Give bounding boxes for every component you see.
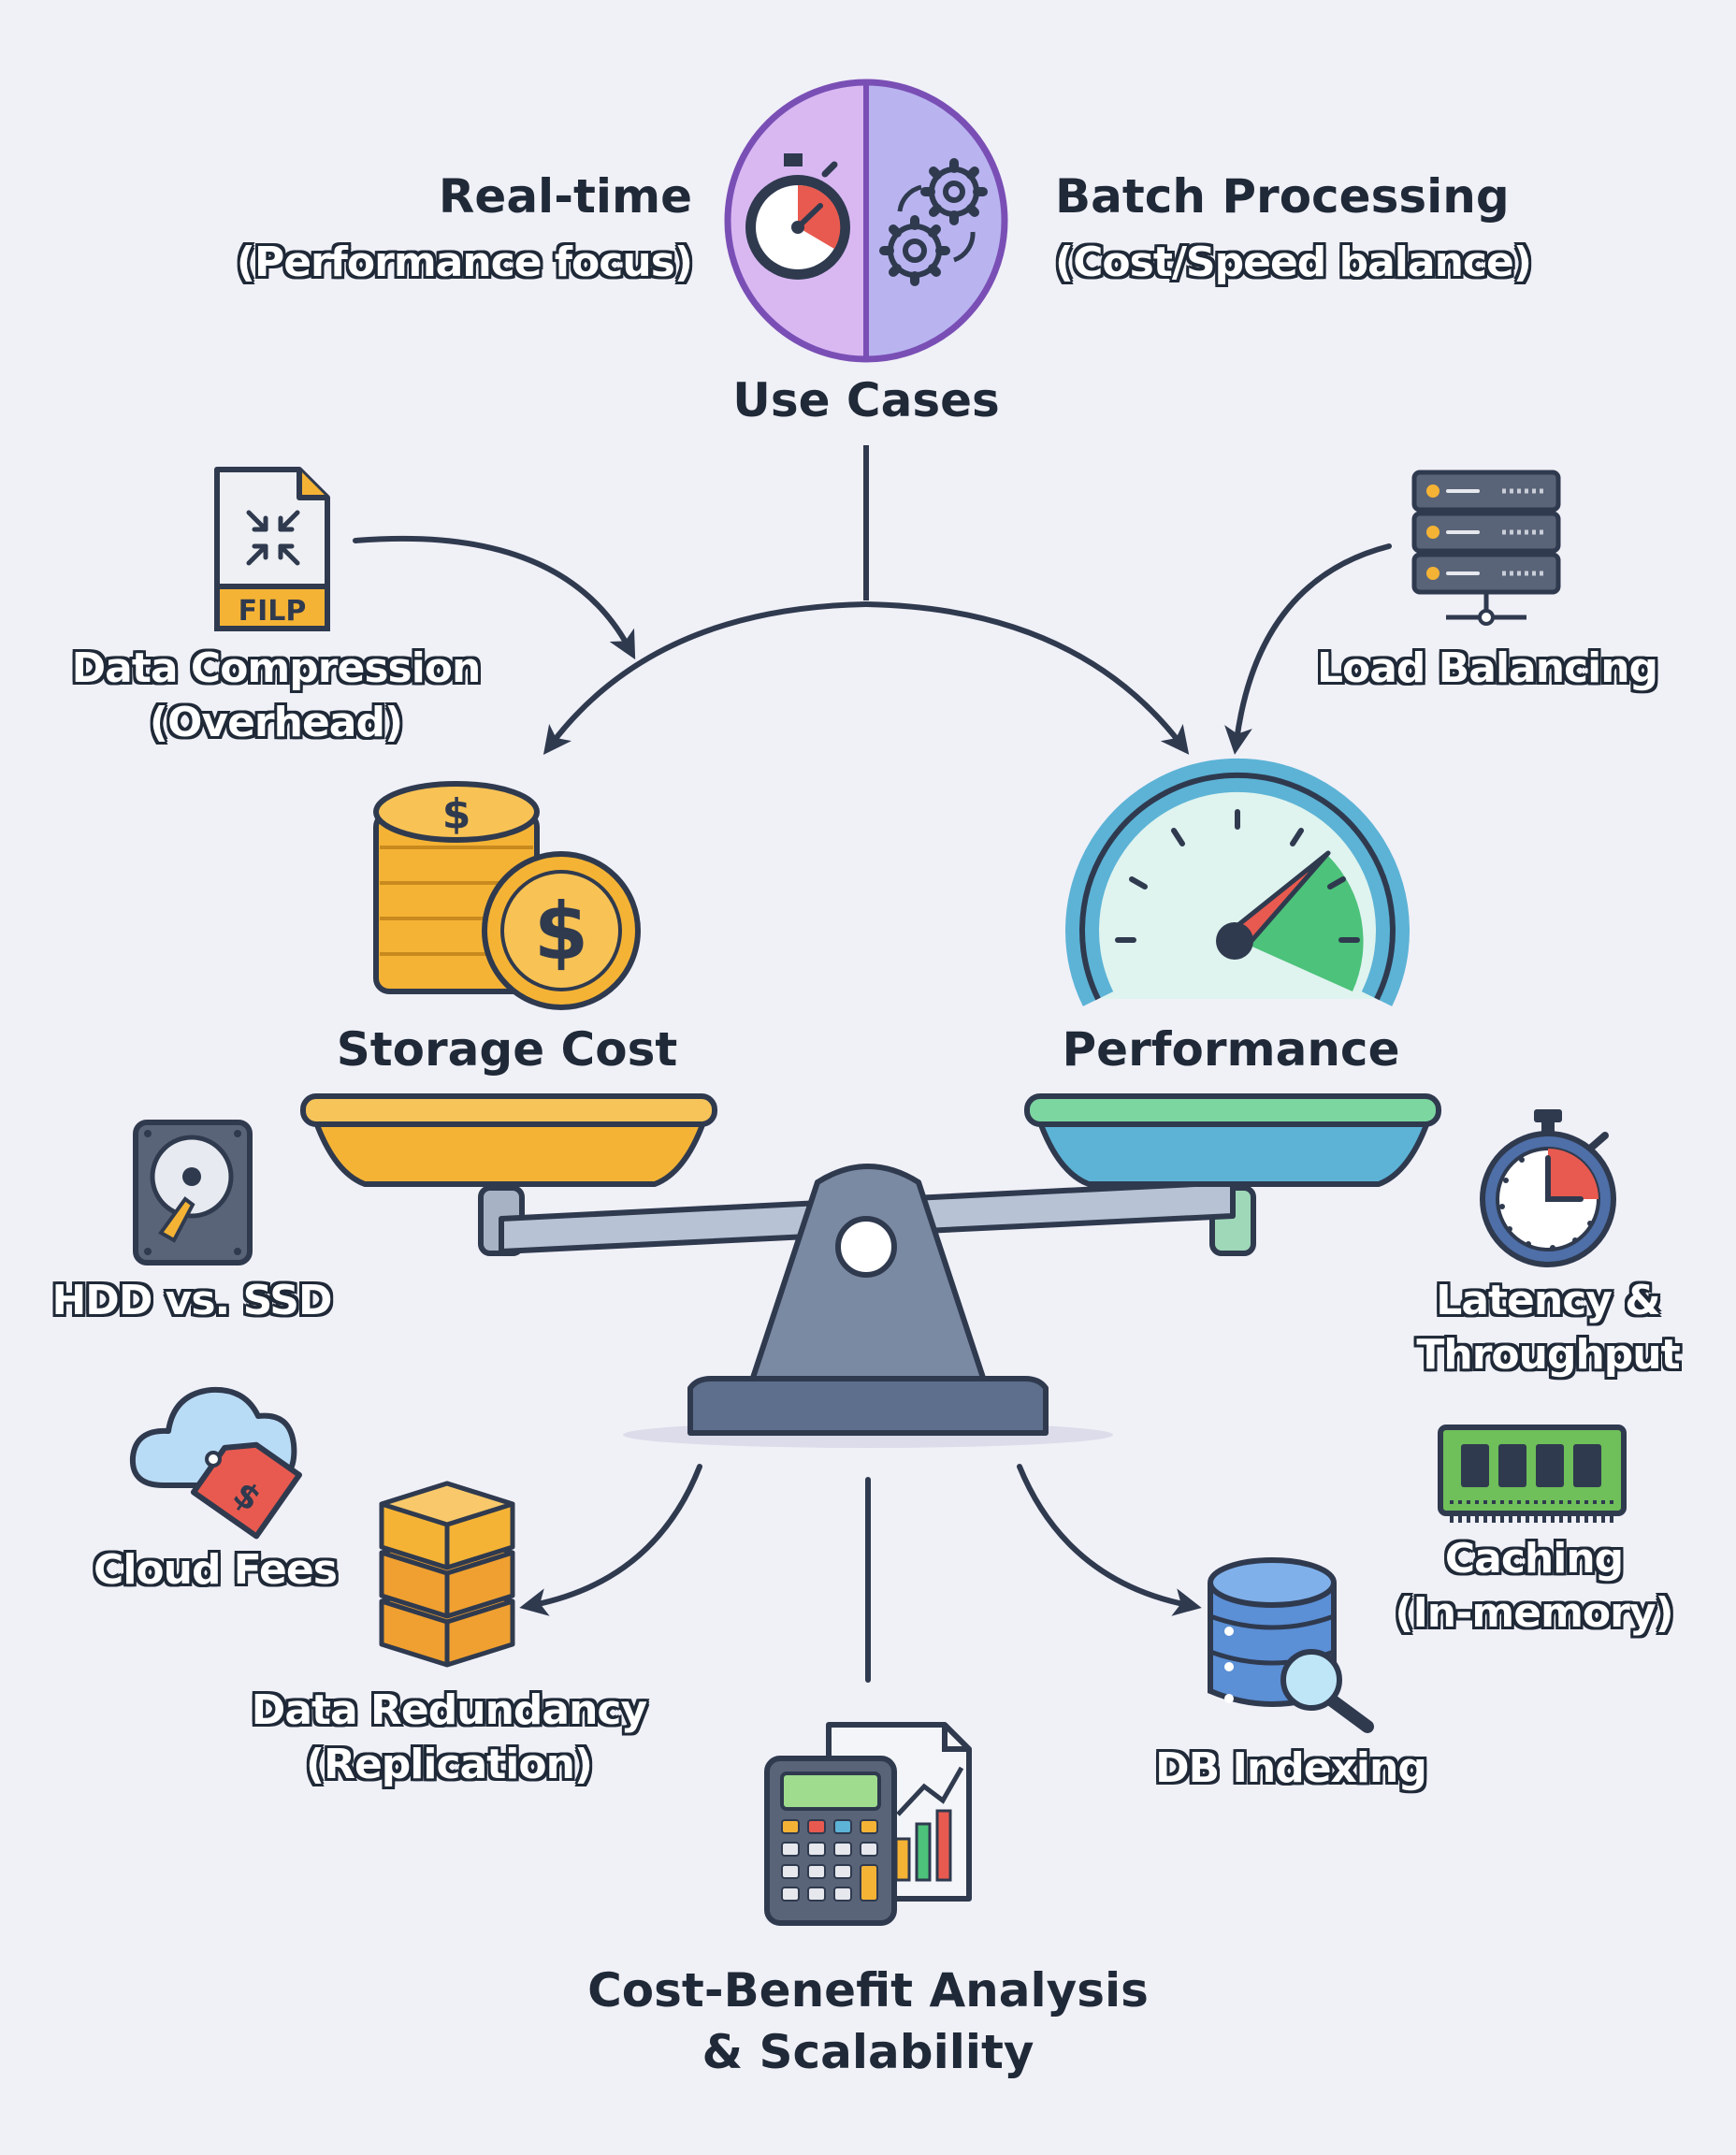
storage-cost-label: Storage Cost	[336, 1022, 678, 1077]
data-redundancy-label: Data Redundancy	[251, 1686, 647, 1734]
arrow-from-compression	[353, 535, 636, 660]
arrow-to-performance	[863, 601, 1190, 755]
file-tag-label: FILP	[239, 595, 307, 628]
load-balancing-label: Load Balancing	[1316, 644, 1658, 692]
use-cases-title: Use Cases	[732, 373, 1000, 427]
analysis-title: Cost-Benefit Analysis	[587, 1963, 1149, 2018]
analysis-subtitle: & Scalability	[702, 2025, 1034, 2079]
cloud-price-tag-icon: $	[129, 1386, 303, 1540]
balance-scale-icon	[300, 1093, 1441, 1448]
arrow-to-redundancy	[519, 1464, 702, 1616]
batch-processing-title: Batch Processing	[1055, 169, 1510, 224]
hard-drive-icon	[133, 1120, 253, 1266]
timer-icon	[1480, 1109, 1616, 1267]
arrow-to-db-indexing	[1017, 1464, 1202, 1616]
connector-arrows	[353, 535, 1392, 1683]
svg-text:$: $	[442, 790, 471, 838]
stacked-layers-icon	[379, 1481, 515, 1668]
data-compression-label: Data Compression	[71, 644, 482, 692]
cloud-fees-label: Cloud Fees	[94, 1546, 338, 1594]
db-indexing-label: DB Indexing	[1155, 1744, 1427, 1792]
coin-stack-icon: $ $	[373, 781, 641, 1010]
gears-icon	[879, 158, 988, 286]
data-redundancy-sub: (Replication)	[305, 1741, 593, 1788]
stopwatch-icon	[745, 153, 850, 280]
data-compression-sub: (Overhead)	[149, 699, 403, 746]
arrow-from-load-balancing	[1224, 543, 1392, 755]
memory-chip-icon	[1438, 1425, 1627, 1523]
caching-label: Caching	[1444, 1535, 1624, 1583]
latency-label: Latency &	[1436, 1277, 1660, 1324]
arrow-to-storage-cost	[542, 601, 869, 755]
realtime-subtitle: (Performance focus)	[236, 239, 693, 286]
svg-text:$: $	[534, 886, 588, 977]
calculator-report-icon	[764, 1722, 972, 1926]
speedometer-icon	[1065, 758, 1410, 1006]
performance-label: Performance	[1062, 1022, 1400, 1077]
batch-processing-subtitle: (Cost/Speed balance)	[1055, 239, 1532, 286]
hdd-ssd-label: HDD vs. SSD	[51, 1277, 332, 1324]
caching-sub: (In-memory)	[1395, 1589, 1673, 1637]
database-search-icon	[1208, 1557, 1374, 1733]
file-compress-icon	[214, 467, 330, 631]
throughput-label: Throughput	[1416, 1331, 1680, 1379]
server-rack-icon	[1411, 470, 1561, 626]
realtime-title: Real-time	[438, 169, 692, 224]
